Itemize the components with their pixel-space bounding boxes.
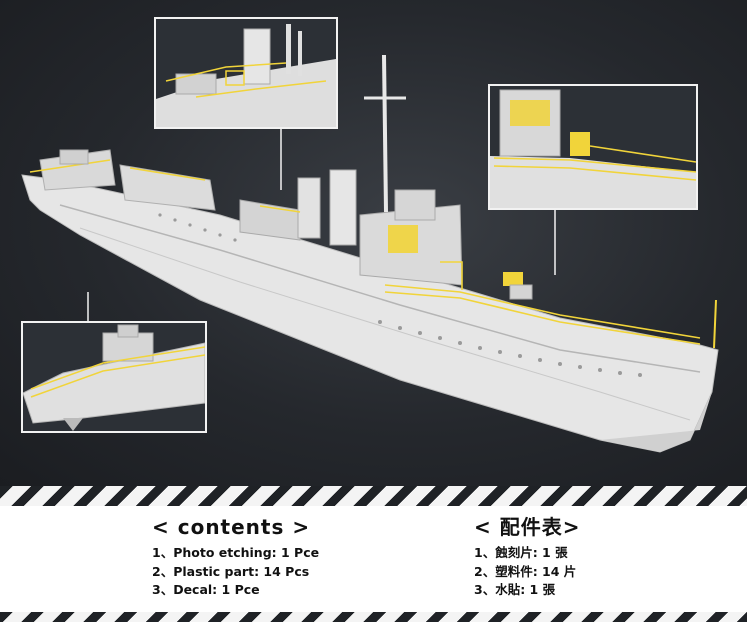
contents-chinese: < 配件表> 1、蝕刻片: 1 張 2、塑料件: 14 片 3、水貼: 1 張 xyxy=(474,514,580,600)
contents-item-photo-etching: 1、Photo etching: 1 Pce xyxy=(152,545,320,560)
bridge-top xyxy=(394,189,436,221)
inset-bridge-render xyxy=(490,89,696,208)
photo-etch-railings xyxy=(29,159,701,345)
fore-funnel xyxy=(329,169,357,246)
contents-heading: < contents > xyxy=(152,515,311,539)
contents-zh-item-plastic-part: 2、塑料件: 14 片 xyxy=(474,563,577,579)
inset-aft-deck-render xyxy=(156,24,336,127)
detail-inset-stern xyxy=(21,321,207,433)
contents-zh-heading: < 配件表> xyxy=(474,515,581,539)
inset-stern-render xyxy=(23,324,205,431)
fore-gun-mount xyxy=(509,284,533,300)
hull-sheer-line xyxy=(59,204,701,373)
bow xyxy=(600,392,712,452)
portholes xyxy=(158,213,642,377)
contents-english: < contents > 1、Photo etching: 1 Pce 2、Pl… xyxy=(152,514,319,600)
hazard-stripe-bottom xyxy=(0,612,747,622)
contents-zh-item-photo-etching: 1、蝕刻片: 1 張 xyxy=(474,545,568,560)
aft-deckhouse xyxy=(119,164,216,211)
aft-gun-mount xyxy=(59,149,89,165)
contents-panel: < contents > 1、Photo etching: 1 Pce 2、Pl… xyxy=(0,506,747,612)
aft-funnel xyxy=(297,177,321,239)
hazard-stripe-top xyxy=(0,486,747,506)
contents-item-plastic-part: 2、Plastic part: 14 Pcs xyxy=(152,563,310,579)
contents-item-decal: 3、Decal: 1 Pce xyxy=(152,582,260,597)
detail-inset-aft-deck xyxy=(154,17,338,129)
detail-inset-bridge xyxy=(488,84,698,210)
jackstaff xyxy=(713,299,717,349)
fore-gun-etch xyxy=(503,272,523,286)
bridge-photo-etch xyxy=(388,225,418,253)
destroyer-model-render xyxy=(21,54,719,453)
contents-zh-item-decal: 3、水貼: 1 張 xyxy=(474,582,556,597)
main-mast xyxy=(382,54,388,213)
hull-waterline xyxy=(79,227,691,421)
